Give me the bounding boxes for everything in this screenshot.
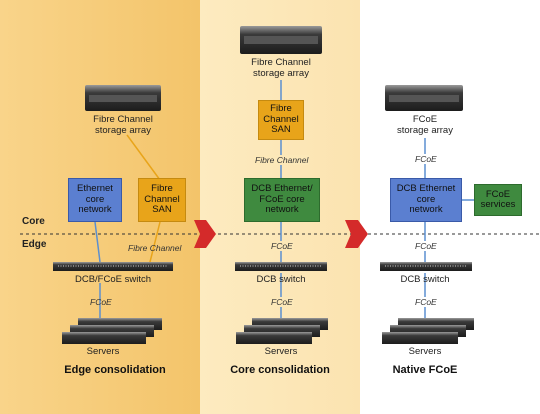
p2-storage-label: Fibre Channel storage array [251,57,311,79]
p3-servers-label: Servers [408,346,442,357]
arrow-2-icon [345,220,368,248]
p2-title: Core consolidation [230,364,330,376]
p3-title: Native FCoE [392,364,458,376]
p1-link-san-switch [149,221,161,263]
p1-fcoe-link-label: FCoE [90,297,112,307]
arrow-1-icon [194,220,216,248]
p1-fc-san-box: Fibre Channel SAN [138,178,186,222]
p1-link-eth-switch [94,221,101,263]
p1-fibre-channel-link-label: Fibre Channel [128,243,182,253]
p1-link-storage-san [126,134,161,181]
p3-core-network-box: DCB Ethernet core network [390,178,462,222]
p1-servers-icon [62,318,162,344]
edge-label: Edge [22,239,47,250]
p1-title: Edge consolidation [64,364,166,376]
p2-fc-san-box: Fibre Channel SAN [258,100,304,140]
core-label: Core [22,216,45,227]
p3-servers-icon [382,318,474,344]
p1-switch-icon [53,262,173,271]
p2-fcoe-edge-link-label: FCoE [270,241,294,251]
p2-servers-icon [236,318,328,344]
p2-fcoe-link-label: FCoE [270,297,294,307]
p1-storage-array-icon [85,85,161,111]
p3-fcoe-edge-link-label: FCoE [414,241,438,251]
p2-fibre-channel-link-label: Fibre Channel [254,155,310,165]
p1-switch-label: DCB/FCoE switch [74,274,151,285]
p1-ethernet-core-box: Ethernet core network [68,178,122,222]
p3-fcoe-link-label: FCoE [414,297,438,307]
p2-core-network-box: DCB Ethernet/ FCoE core network [244,178,320,222]
p3-fcoe-services-box: FCoE services [474,184,522,216]
p2-storage-array-icon [240,26,322,54]
p3-switch-label: DCB switch [400,274,450,285]
p1-servers-label: Servers [86,346,120,357]
p3-switch-icon [380,262,472,271]
p2-switch-icon [235,262,327,271]
p3-storage-label: FCoE storage array [397,114,453,136]
p2-servers-label: Servers [264,346,298,357]
p1-storage-label: Fibre Channel storage array [93,114,153,136]
p2-switch-label: DCB switch [256,274,306,285]
p3-storage-array-icon [385,85,463,111]
p3-fcoe-top-link-label: FCoE [414,154,438,164]
